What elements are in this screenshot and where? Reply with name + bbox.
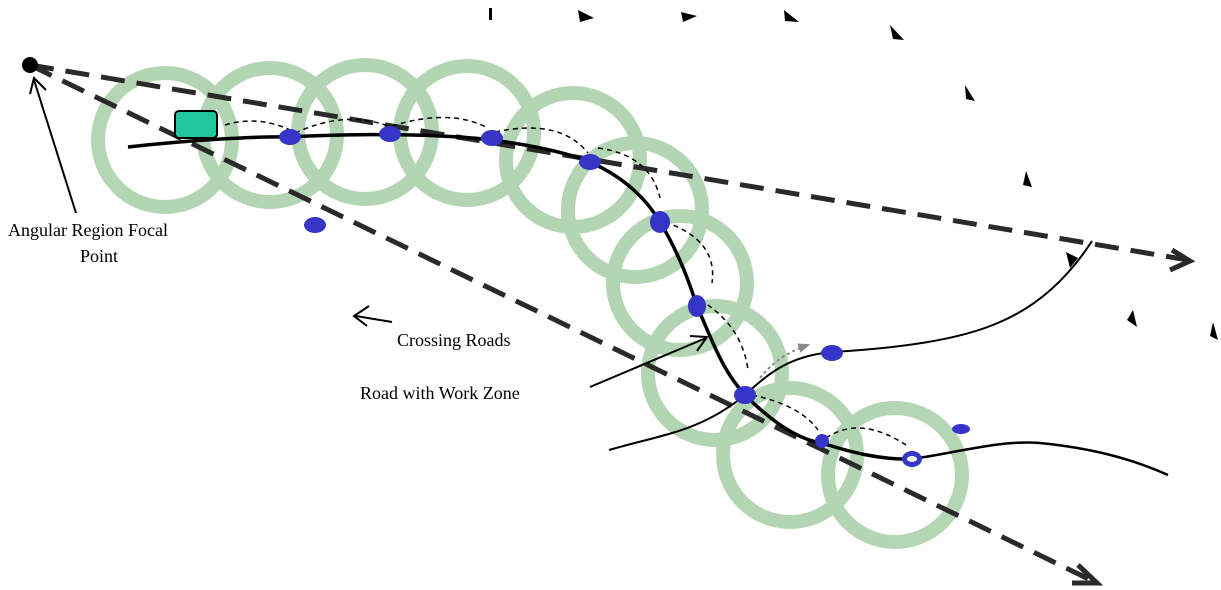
coverage-ring [561, 136, 709, 284]
crossing-roads-pointer [355, 315, 393, 323]
focal-point-label-line-1: Angular Region Focal [8, 220, 168, 240]
coverage-ring [641, 299, 789, 447]
angular-tick-marks [489, 8, 1218, 340]
lower-boundary-line [28, 62, 1097, 585]
coverage-rings [91, 58, 969, 549]
road-node [481, 130, 503, 146]
work-zone-pointer-head [689, 335, 709, 352]
work-zone-node-center [907, 456, 917, 462]
triangle-icon [890, 25, 904, 40]
coverage-ring [716, 381, 864, 529]
upper-boundary-arrowhead [1168, 247, 1196, 273]
road-node [821, 345, 843, 361]
vehicle-icon [174, 110, 218, 139]
focal-point-icon [22, 57, 38, 73]
focal-point-pointer [33, 79, 77, 214]
triangle-icon [965, 85, 975, 101]
roads [127, 132, 1169, 477]
road-node [304, 217, 326, 233]
triangle-icon [784, 10, 799, 22]
road-node [688, 295, 706, 317]
focal-point-pointer-head [29, 76, 47, 95]
triangle-icon [1023, 171, 1032, 187]
crossing-roads-pointer-head [352, 305, 370, 327]
road-with-work-zone-label: Road with Work Zone [360, 383, 520, 403]
crossing-roads-label: Crossing Roads [397, 330, 511, 350]
upper-boundary-line [29, 62, 1189, 263]
triangle-icon [578, 10, 594, 22]
triangle-icon [1210, 322, 1218, 340]
triangle-icon [681, 12, 697, 22]
road-nodes [279, 126, 970, 467]
road-node [279, 129, 301, 145]
angular-region-boundaries [28, 62, 1189, 585]
road-node [815, 434, 829, 448]
connection-arcs [224, 116, 907, 446]
lower-boundary-arrowhead [1072, 563, 1104, 586]
road-node [952, 424, 970, 434]
road-node [734, 386, 756, 404]
triangle-icon [1066, 252, 1078, 268]
road-node [579, 154, 601, 170]
work-zone-pointer [589, 337, 707, 388]
road-with-work-zone [127, 132, 913, 461]
focal-point-label-line-2: Point [80, 246, 119, 266]
road-node [379, 126, 401, 142]
tick-icon [489, 8, 492, 20]
crossing-road-east [911, 441, 1169, 477]
road-node [650, 211, 670, 233]
triangle-icon [1127, 310, 1137, 327]
annotation-arrows [29, 76, 709, 388]
coverage-ring [821, 401, 969, 549]
